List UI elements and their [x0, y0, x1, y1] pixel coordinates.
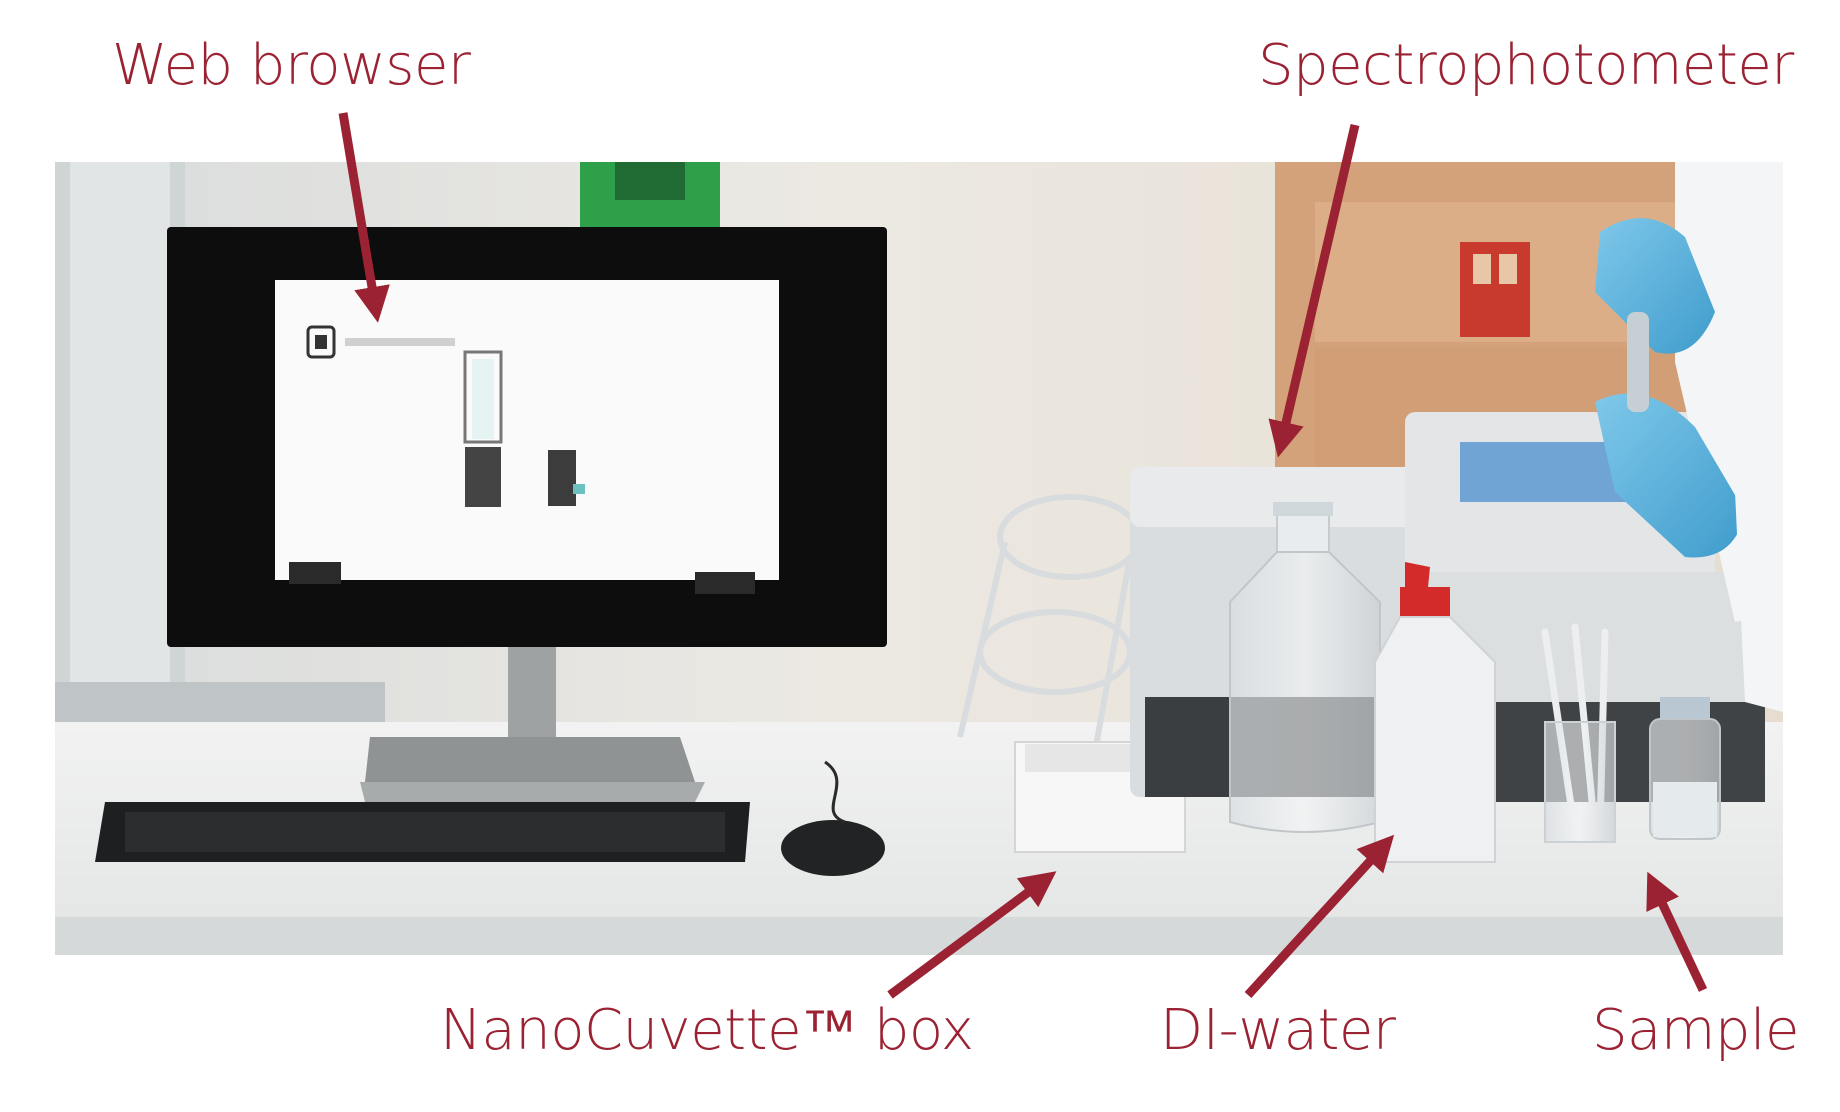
- sample-vial: [1649, 697, 1721, 840]
- sample-label: Sample: [1592, 998, 1799, 1063]
- web-browser-label: Web browser: [112, 33, 471, 98]
- keyboard: [95, 802, 750, 862]
- mouse: [781, 820, 885, 876]
- lab-setup-photo: [55, 162, 1783, 955]
- glass-bottle: [1229, 502, 1381, 833]
- nanocuvette-box-label: NanoCuvette™ box: [440, 998, 974, 1063]
- monitor: [167, 227, 887, 802]
- spectrophotometer-label: Spectrophotometer: [1258, 33, 1794, 98]
- wash-bottle: [1374, 562, 1496, 863]
- gloved-hands: [1595, 162, 1783, 712]
- di-water-label: DI-water: [1160, 998, 1396, 1063]
